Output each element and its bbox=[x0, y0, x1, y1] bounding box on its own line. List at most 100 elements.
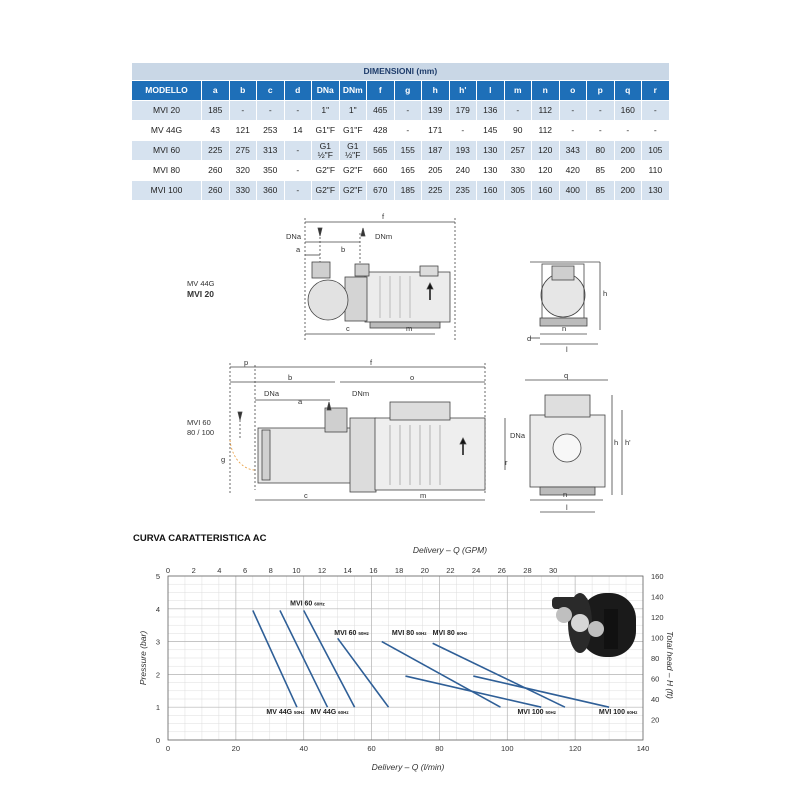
table-cell: 160 bbox=[476, 180, 505, 201]
dim2-label-c: c bbox=[304, 491, 308, 500]
drawing1-caption2: MVI 20 bbox=[187, 289, 214, 299]
drawing2-caption: MVI 60 bbox=[187, 418, 211, 427]
dim-label-b: b bbox=[341, 245, 345, 254]
dim2-label-b: b bbox=[288, 373, 292, 382]
table-cell: 112 bbox=[531, 120, 560, 141]
x-tick-label: 120 bbox=[569, 744, 582, 753]
x2-tick-label: 30 bbox=[549, 566, 557, 575]
pump-drawing-large-front bbox=[504, 379, 623, 513]
table-cell: 185 bbox=[393, 180, 422, 201]
series-annotation: MVI 80 50Hz bbox=[392, 630, 427, 637]
table-cell: - bbox=[448, 120, 477, 141]
column-header-r: r bbox=[641, 80, 670, 101]
dim2-label-h: h bbox=[614, 438, 618, 447]
table-cell: 330 bbox=[503, 160, 532, 181]
table-cell: 400 bbox=[558, 180, 587, 201]
column-header-dnm: DNm bbox=[338, 80, 367, 101]
table-title-row: DIMENSIONI (mm) bbox=[131, 62, 670, 81]
model-cell: MVI 80 bbox=[131, 160, 202, 181]
table-cell: 90 bbox=[503, 120, 532, 141]
dim2-label-o: o bbox=[410, 373, 414, 382]
x2-tick-label: 20 bbox=[421, 566, 429, 575]
table-cell: 360 bbox=[256, 180, 285, 201]
y-tick-label: 2 bbox=[156, 670, 160, 679]
x2-axis-label: Delivery – Q (GPM) bbox=[413, 545, 487, 555]
x-tick-label: 100 bbox=[501, 744, 514, 753]
x-tick-label: 40 bbox=[300, 744, 308, 753]
y2-tick-label: 60 bbox=[651, 675, 659, 684]
table-cell: 260 bbox=[201, 180, 230, 201]
dim-label-f: f bbox=[382, 212, 385, 221]
x-tick-label: 80 bbox=[435, 744, 443, 753]
table-cell: - bbox=[283, 160, 312, 181]
dim2-label-dna: DNa bbox=[264, 389, 280, 398]
table-title: DIMENSIONI (mm) bbox=[131, 62, 670, 81]
table-cell: - bbox=[586, 120, 615, 141]
y-tick-label: 0 bbox=[156, 736, 160, 745]
x2-tick-label: 28 bbox=[523, 566, 531, 575]
column-header-hprime: h' bbox=[448, 80, 477, 101]
series-line bbox=[432, 642, 566, 708]
technical-drawings: DNa DNm a b f c m h n d l MV 44G MVI 20 … bbox=[187, 212, 631, 513]
dim2-label-l: l bbox=[566, 503, 568, 512]
dim2-label-dna-vertical: DNa bbox=[510, 431, 526, 440]
y2-tick-label: 20 bbox=[651, 716, 659, 725]
series-annotation: MV 44G 60Hz bbox=[311, 709, 350, 716]
table-cell: 200 bbox=[613, 140, 642, 161]
series-annotation: MVI 100 60Hz bbox=[599, 709, 638, 716]
dim-label-m: m bbox=[406, 324, 412, 333]
x-tick-label: 140 bbox=[637, 744, 650, 753]
series-line bbox=[252, 610, 298, 708]
series-line bbox=[405, 675, 542, 708]
table-cell: 105 bbox=[641, 140, 670, 161]
table-cell: 225 bbox=[421, 180, 450, 201]
x-tick-label: 0 bbox=[166, 744, 170, 753]
dim2-label-f: f bbox=[370, 358, 373, 367]
column-header-l: l bbox=[476, 80, 505, 101]
x2-tick-label: 16 bbox=[369, 566, 377, 575]
column-header-p: p bbox=[586, 80, 615, 101]
series-annotation: MVI 100 50Hz bbox=[517, 709, 556, 716]
x-tick-label: 20 bbox=[232, 744, 240, 753]
series-annotation: MVI 60 50Hz bbox=[334, 630, 369, 637]
y-axis-label: Pressure (bar) bbox=[138, 631, 148, 685]
dim-label-a: a bbox=[296, 245, 301, 254]
plot-frame bbox=[167, 575, 644, 741]
y2-axis-label: Total head – H (ft) bbox=[665, 631, 675, 699]
x2-tick-label: 18 bbox=[395, 566, 403, 575]
table-cell: - bbox=[503, 100, 532, 121]
pump-drawing-large-side bbox=[229, 363, 486, 501]
dim2-label-g: g bbox=[221, 455, 225, 464]
drawing1-caption: MV 44G bbox=[187, 279, 215, 288]
table-cell: 305 bbox=[503, 180, 532, 201]
table-cell: 260 bbox=[201, 160, 230, 181]
x2-tick-label: 6 bbox=[243, 566, 247, 575]
pump-drawing-small-front bbox=[530, 261, 601, 345]
dim-label-l: l bbox=[566, 345, 568, 354]
x-tick-label: 60 bbox=[367, 744, 375, 753]
table-cell: G2"F bbox=[338, 160, 367, 181]
table-cell: 670 bbox=[366, 180, 395, 201]
table-cell: - bbox=[558, 120, 587, 141]
curve-title: CURVA CARATTERISTICA AC bbox=[133, 533, 267, 544]
table-cell: 130 bbox=[476, 140, 505, 161]
table-cell: 428 bbox=[366, 120, 395, 141]
column-header-model: MODELLO bbox=[131, 80, 202, 101]
y2-tick-label: 140 bbox=[651, 593, 664, 602]
series-line bbox=[279, 610, 329, 708]
x2-tick-label: 10 bbox=[292, 566, 300, 575]
table-cell: 313 bbox=[256, 140, 285, 161]
dim2-label-q: q bbox=[564, 371, 568, 380]
table-cell: G1 ½"F bbox=[311, 140, 340, 161]
series-line bbox=[336, 637, 390, 708]
table-cell: 343 bbox=[558, 140, 587, 161]
dim2-label-hprime: h' bbox=[625, 438, 631, 447]
table-cell: 320 bbox=[228, 160, 257, 181]
x2-tick-label: 0 bbox=[166, 566, 170, 575]
y2-tick-label: 120 bbox=[651, 613, 664, 622]
series-line bbox=[303, 610, 356, 708]
